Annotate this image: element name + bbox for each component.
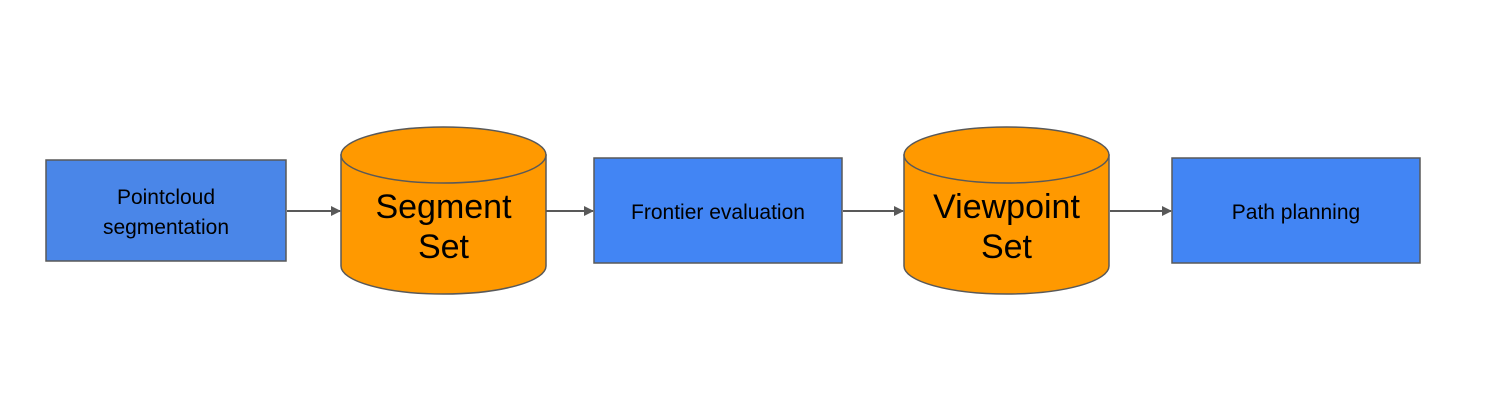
process-box <box>1171 157 1421 264</box>
cylinder-top <box>903 126 1110 184</box>
process-box <box>45 159 287 262</box>
cylinder-body <box>903 154 1110 295</box>
node-viewpoint-set: Viewpoint Set <box>903 126 1110 295</box>
cylinder-body <box>340 154 547 295</box>
node-label-line-2: Set <box>981 228 1033 266</box>
node-label: Path planning <box>1232 201 1360 224</box>
node-label-line-1: Pointcloud <box>117 186 215 209</box>
node-pointcloud-segmentation: Pointcloud segmentation <box>45 159 287 262</box>
node-label-line-2: Set <box>418 228 470 266</box>
node-label: Frontier evaluation <box>631 201 805 224</box>
node-label-line-1: Segment <box>375 188 512 226</box>
cylinder-top <box>340 126 547 184</box>
node-label-line-1: Viewpoint <box>933 188 1080 226</box>
node-segment-set: Segment Set <box>340 126 547 295</box>
node-frontier-evaluation: Frontier evaluation <box>593 157 843 264</box>
node-label-line-2: segmentation <box>103 216 229 239</box>
node-path-planning: Path planning <box>1171 157 1421 264</box>
process-box <box>593 157 843 264</box>
